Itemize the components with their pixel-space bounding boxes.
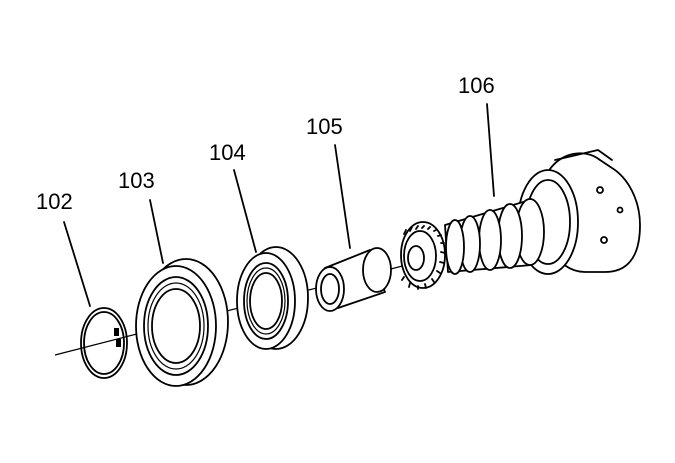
callout-105: 105 xyxy=(306,114,343,139)
leader-103 xyxy=(149,199,164,264)
part-105-sleeve xyxy=(315,247,392,312)
part-102-snap-ring xyxy=(80,307,128,379)
callout-103: 103 xyxy=(118,168,155,193)
callout-104: 104 xyxy=(209,140,246,165)
callout-102: 102 xyxy=(36,189,73,214)
part-106-shaft-assembly xyxy=(400,149,641,290)
leader-104 xyxy=(233,169,257,253)
part-104-bearing xyxy=(236,246,309,350)
callout-106: 106 xyxy=(458,73,495,98)
leader-106 xyxy=(486,103,495,197)
leader-105 xyxy=(334,144,351,249)
leader-102 xyxy=(63,221,91,307)
part-103-bearing xyxy=(135,258,229,387)
leader-lines xyxy=(63,103,495,307)
